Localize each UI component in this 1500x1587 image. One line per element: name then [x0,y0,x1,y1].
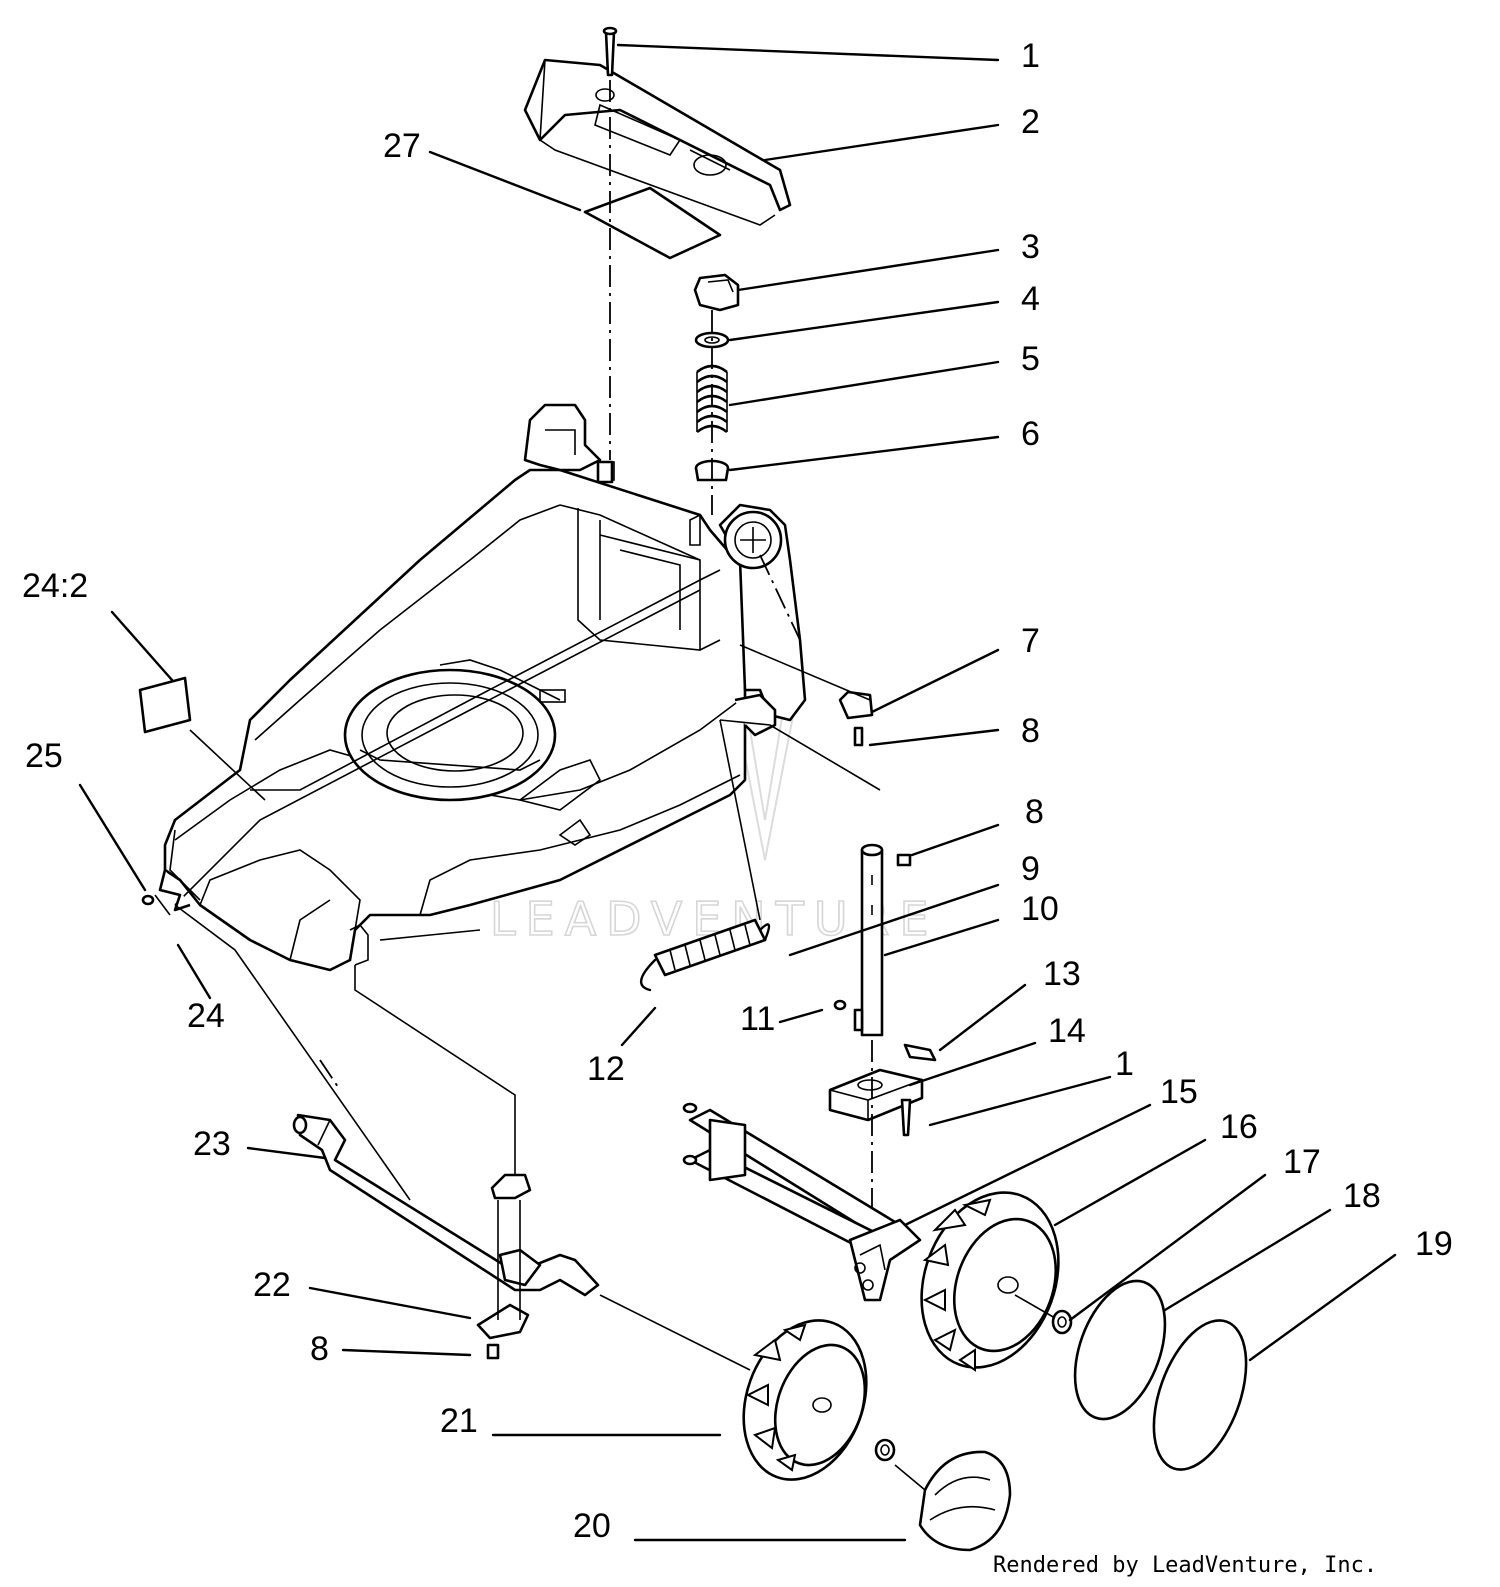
part-25-nut [141,894,155,906]
label-7: 7 [1021,622,1040,660]
part-14-lever-block [828,1068,924,1122]
part-8-screw-c [486,1343,500,1360]
part-27-decal [583,186,722,260]
label-6: 6 [1021,415,1040,453]
part-8-screw-b [896,853,912,867]
label-3: 3 [1021,228,1040,266]
label-10: 10 [1021,890,1059,928]
label-24: 24 [187,997,225,1035]
callout-labels: 1 2 3 4 5 6 7 8 8 9 10 11 12 13 14 1 15 … [22,37,1453,1545]
label-25: 25 [25,737,63,775]
label-19: 19 [1415,1225,1453,1263]
part-24-2-decal [138,676,192,734]
label-16: 16 [1220,1108,1258,1146]
part-16-rear-wheel [920,1191,1060,1372]
rear-axle-assembly [682,1102,922,1302]
leader-lines [78,43,1397,1542]
label-20: 20 [573,1507,611,1545]
label-14: 14 [1048,1012,1086,1050]
label-13: 13 [1043,955,1081,993]
label-12: 12 [587,1050,625,1088]
part-7-clip [838,690,874,720]
label-5: 5 [1021,340,1040,378]
label-8-c: 8 [310,1330,329,1368]
part-1-screw-top [602,26,618,77]
label-1: 1 [1021,37,1040,75]
part-17-nut [1051,1309,1073,1335]
rendered-by-credit: Rendered by LeadVenture, Inc. [993,1553,1377,1578]
part-13-bolt [903,1043,937,1062]
label-18: 18 [1343,1177,1381,1215]
part-3-knob [693,273,740,312]
part-21-front-wheel [742,1319,868,1481]
part-8-screw-a [853,726,864,747]
label-8-a: 8 [1021,712,1040,750]
part-20-front-hubcap [918,1450,1012,1552]
part-11-nut [833,999,847,1011]
part-19-hubcap-cover [1152,1319,1248,1471]
label-24-2: 24:2 [22,567,88,605]
part-12-extension-spring [640,719,771,992]
label-21: 21 [440,1402,478,1440]
part-1-screw-lower [900,1098,912,1137]
label-9: 9 [1021,850,1040,888]
part-10-height-rod [860,843,884,1037]
part-23-front-axle [292,1113,600,1360]
label-4: 4 [1021,280,1040,318]
label-8-b: 8 [1025,793,1044,831]
label-23: 23 [193,1125,231,1163]
label-15: 15 [1160,1073,1198,1111]
label-22: 22 [253,1266,291,1304]
part-18-hubcap [1073,1279,1167,1421]
label-11: 11 [740,1000,775,1038]
part-2-cover [523,58,792,226]
label-1-b: 1 [1115,1045,1134,1083]
front-wheel-nut [874,1438,896,1462]
label-27: 27 [383,127,421,165]
part-22-bracket [476,1303,530,1340]
label-17: 17 [1283,1143,1321,1181]
mower-deck [158,403,807,972]
label-2: 2 [1021,103,1040,141]
